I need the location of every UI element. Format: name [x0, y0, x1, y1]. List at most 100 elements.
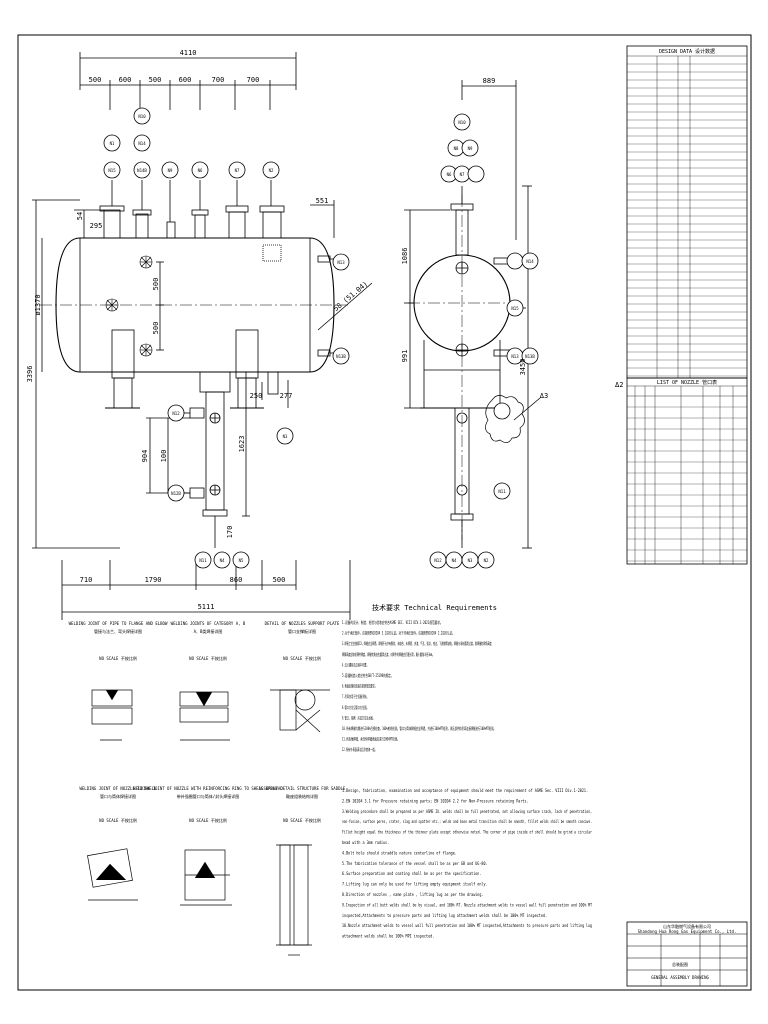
side-balloon-n2: N2 — [484, 558, 489, 563]
balloon-n12: N12 — [172, 411, 180, 416]
requirement-cn-line-12: 11.所有角焊缝、承压件焊缝表面应进行100%MT检测。 — [342, 736, 399, 742]
balloon-n2: N2 — [269, 168, 274, 173]
revision-delta3: Δ3 — [540, 392, 548, 400]
requirement-cn-line-3: 3.焊接工艺应按照IX，焊缝应全焊透，焊缝不允许有裂纹、未熔合、未焊透、夹渣、气… — [342, 640, 492, 646]
sheet-border — [17, 34, 752, 991]
detail-2-title: WELDING JOINTS OF CATEGORY A, B — [171, 621, 246, 626]
dim-500a: 500 — [152, 278, 160, 291]
dim-bottom-1: 710 — [80, 576, 93, 584]
requirement-en-line-4: non-fusion, surface pores, crater, slag … — [342, 819, 592, 824]
balloon-n15: N15 — [108, 168, 116, 173]
dim-seg-1: 500 — [89, 76, 102, 84]
dim-bottom-3: 860 — [230, 576, 243, 584]
requirement-en-line-9: 6.Surface preparation and coating shall … — [342, 871, 481, 876]
detail-3-title: DETAIL OF NOZZLES SUPPORT PLATE — [265, 621, 340, 626]
nozzle-balloon-labels: N1 N15 N10 N14 N14B N9 N6 N7 N2 N13 N13B… — [108, 114, 535, 563]
revision-delta2: Δ2 — [615, 381, 623, 389]
dim-1370: ø1370 — [34, 294, 42, 315]
dim-bottom-2: 1790 — [145, 576, 162, 584]
requirement-en-line-2: 2.EN 10204 3.1 for Pressure retaining pa… — [342, 798, 529, 803]
requirement-cn-line-8: 7.吊耳仅用于空设备吊装。 — [342, 693, 369, 699]
dim-3450: 3450 — [519, 359, 527, 376]
drawing-name-en: GENERAL ASSEMBLY DRAWING — [651, 975, 709, 980]
dim-904: 904 — [141, 450, 149, 463]
requirement-en-line-13: inspected,Attachments to pressure parts … — [342, 913, 547, 918]
title-block — [626, 921, 748, 987]
company-name-cn: 山东华融燃气设备有限公司 — [663, 923, 711, 929]
design-data-heading: DESIGN DATA 设计数据 — [659, 48, 715, 55]
nozzle-list-table — [626, 377, 748, 565]
detail-5-scale: NO SCALE 不按比例 — [189, 817, 227, 823]
requirement-cn-line-7: 6.表面处理和涂漆应按照规范要求。 — [342, 683, 377, 689]
requirement-en-line-1: 1.Design, fabrication, examination and a… — [342, 788, 588, 793]
requirement-en-line-15: attachment welds shall be 100% MPI inspe… — [342, 934, 434, 939]
dim-seg-4: 600 — [179, 76, 192, 84]
side-balloon-n13: N13 — [511, 354, 519, 359]
requirement-en-line-7: 4.Bolt hole should straddle nature cente… — [342, 850, 457, 855]
dimension-labels: 4110 500 600 500 600 700 700 889 551 295… — [80, 49, 549, 611]
side-balloon-n13b: N13B — [525, 354, 535, 359]
requirement-cn-line-9: 8.管口方位见管口方位图。 — [342, 704, 369, 710]
requirement-cn-line-5: 4.法兰螺栓孔应跨中布置。 — [342, 661, 369, 667]
detail-5-title: WELDING JOINT OF NOZZLE WITH REINFORCING… — [133, 786, 283, 791]
detail-sketches — [87, 689, 330, 956]
requirement-cn-line-2: 2.对于承压部件，应按照EN10204 3.1进行认证。对于非承压部件，应按照E… — [342, 630, 455, 636]
nozzle-balloons — [103, 107, 539, 569]
balloon-n13: N13 — [337, 260, 345, 265]
dim-100: 100 — [160, 450, 168, 463]
requirement-en-line-10: 7.Lifting lug can only be used for lifti… — [342, 882, 488, 887]
dim-295: 295 — [90, 222, 103, 230]
company-name-en: Shandong Hua Rong Gas Equipment Co., Ltd… — [638, 929, 737, 934]
requirements-heading: 技术要求 Technical Requirements — [372, 603, 497, 612]
requirement-cn-line-6: 5.容器制造公差应符合GB/T-25198的规定。 — [342, 672, 393, 678]
detail-6-title-cn: 鞍座组装结构详图 — [286, 793, 318, 799]
requirement-en-line-11: 8.Direction of nozzles , name plate , li… — [342, 892, 483, 897]
balloon-n7: N7 — [235, 168, 240, 173]
side-balloon-n12: N12 — [434, 558, 442, 563]
nozzle-list-rows — [627, 406, 747, 562]
requirement-cn-line-13: 12.所有外表面清洁后涂底漆一道。 — [342, 746, 377, 752]
side-balloon-n3: N3 — [468, 558, 473, 563]
angle-label: 58 (51.04) — [332, 280, 369, 313]
requirement-cn-line-10: 9.管口、铭牌、吊耳方位见本图。 — [342, 714, 375, 720]
detail-6-scale: NO SCALE 不按比例 — [283, 817, 321, 823]
detail-6-title: ASSEMBLY DETAIL STRUCTURE FOR SADDLE — [259, 786, 346, 791]
detail-5-title-cn: 带补强圈管口与筒体/封头焊接详图 — [177, 793, 239, 799]
dim-bottom-4: 500 — [273, 576, 286, 584]
requirement-cn-line-11: 10.所有焊缝均需进行100%目视检查，100%射线检测。管口与筒体焊缝应全焊透… — [342, 725, 496, 731]
drawing-name-cn: 总装配图 — [672, 961, 688, 967]
requirement-en-line-6: bead with a 3mm radius. — [342, 840, 389, 845]
dim-277: 277 — [280, 392, 293, 400]
dim-170: 170 — [226, 526, 234, 539]
side-balloon-n11: N11 — [498, 489, 506, 494]
side-view — [404, 80, 541, 549]
balloon-n6: N6 — [198, 168, 203, 173]
requirement-en-line-5: Fillet height equal the thickness of the… — [342, 830, 592, 835]
dim-551: 551 — [316, 197, 329, 205]
detail-2-scale: NO SCALE 不按比例 — [189, 655, 227, 661]
balloon-n4: N4 — [220, 558, 225, 563]
side-balloon-n10: N10 — [458, 120, 466, 125]
dim-500b: 500 — [152, 322, 160, 335]
balloon-n3: N3 — [283, 434, 288, 439]
detail-1-scale: NO SCALE 不按比例 — [99, 655, 137, 661]
detail-1-title-cn: 管接与法兰、弯头焊接详图 — [94, 628, 142, 634]
detail-4-title-cn: 管口与筒体焊接详图 — [100, 793, 136, 799]
requirement-en-line-8: 5.The fabrication tolerance of the vesse… — [342, 861, 488, 866]
detail-4-scale: NO SCALE 不按比例 — [99, 817, 137, 823]
detail-3-scale: NO SCALE 不按比例 — [283, 655, 321, 661]
detail-3-title-cn: 管口支撑板详图 — [288, 628, 316, 634]
dim-seg-3: 500 — [149, 76, 162, 84]
dim-seg-5: 700 — [212, 76, 225, 84]
requirement-cn-line-1: 1.设备的设计、制造、检验与验收应符合ASME SEC. VIII DIV.1-… — [342, 619, 442, 625]
dim-side-top: 889 — [483, 77, 496, 85]
design-data-table — [626, 45, 748, 379]
detail-titles: WELDING JOINT OF PIPE TO FLANGE AND ELBO… — [69, 621, 346, 823]
vertical-dimension-labels: 54 ø1370 3396 500 500 904 100 1623 170 1… — [26, 212, 527, 539]
detail-1-title: WELDING JOINT OF PIPE TO FLANGE AND ELBO… — [69, 621, 168, 626]
side-balloon-n4: N4 — [452, 558, 457, 563]
requirements-cn: 1.设备的设计、制造、检验与验收应符合ASME SEC. VIII DIV.1-… — [342, 619, 496, 752]
dim-1623: 1623 — [238, 436, 246, 453]
side-balloon-n15: N15 — [511, 306, 519, 311]
